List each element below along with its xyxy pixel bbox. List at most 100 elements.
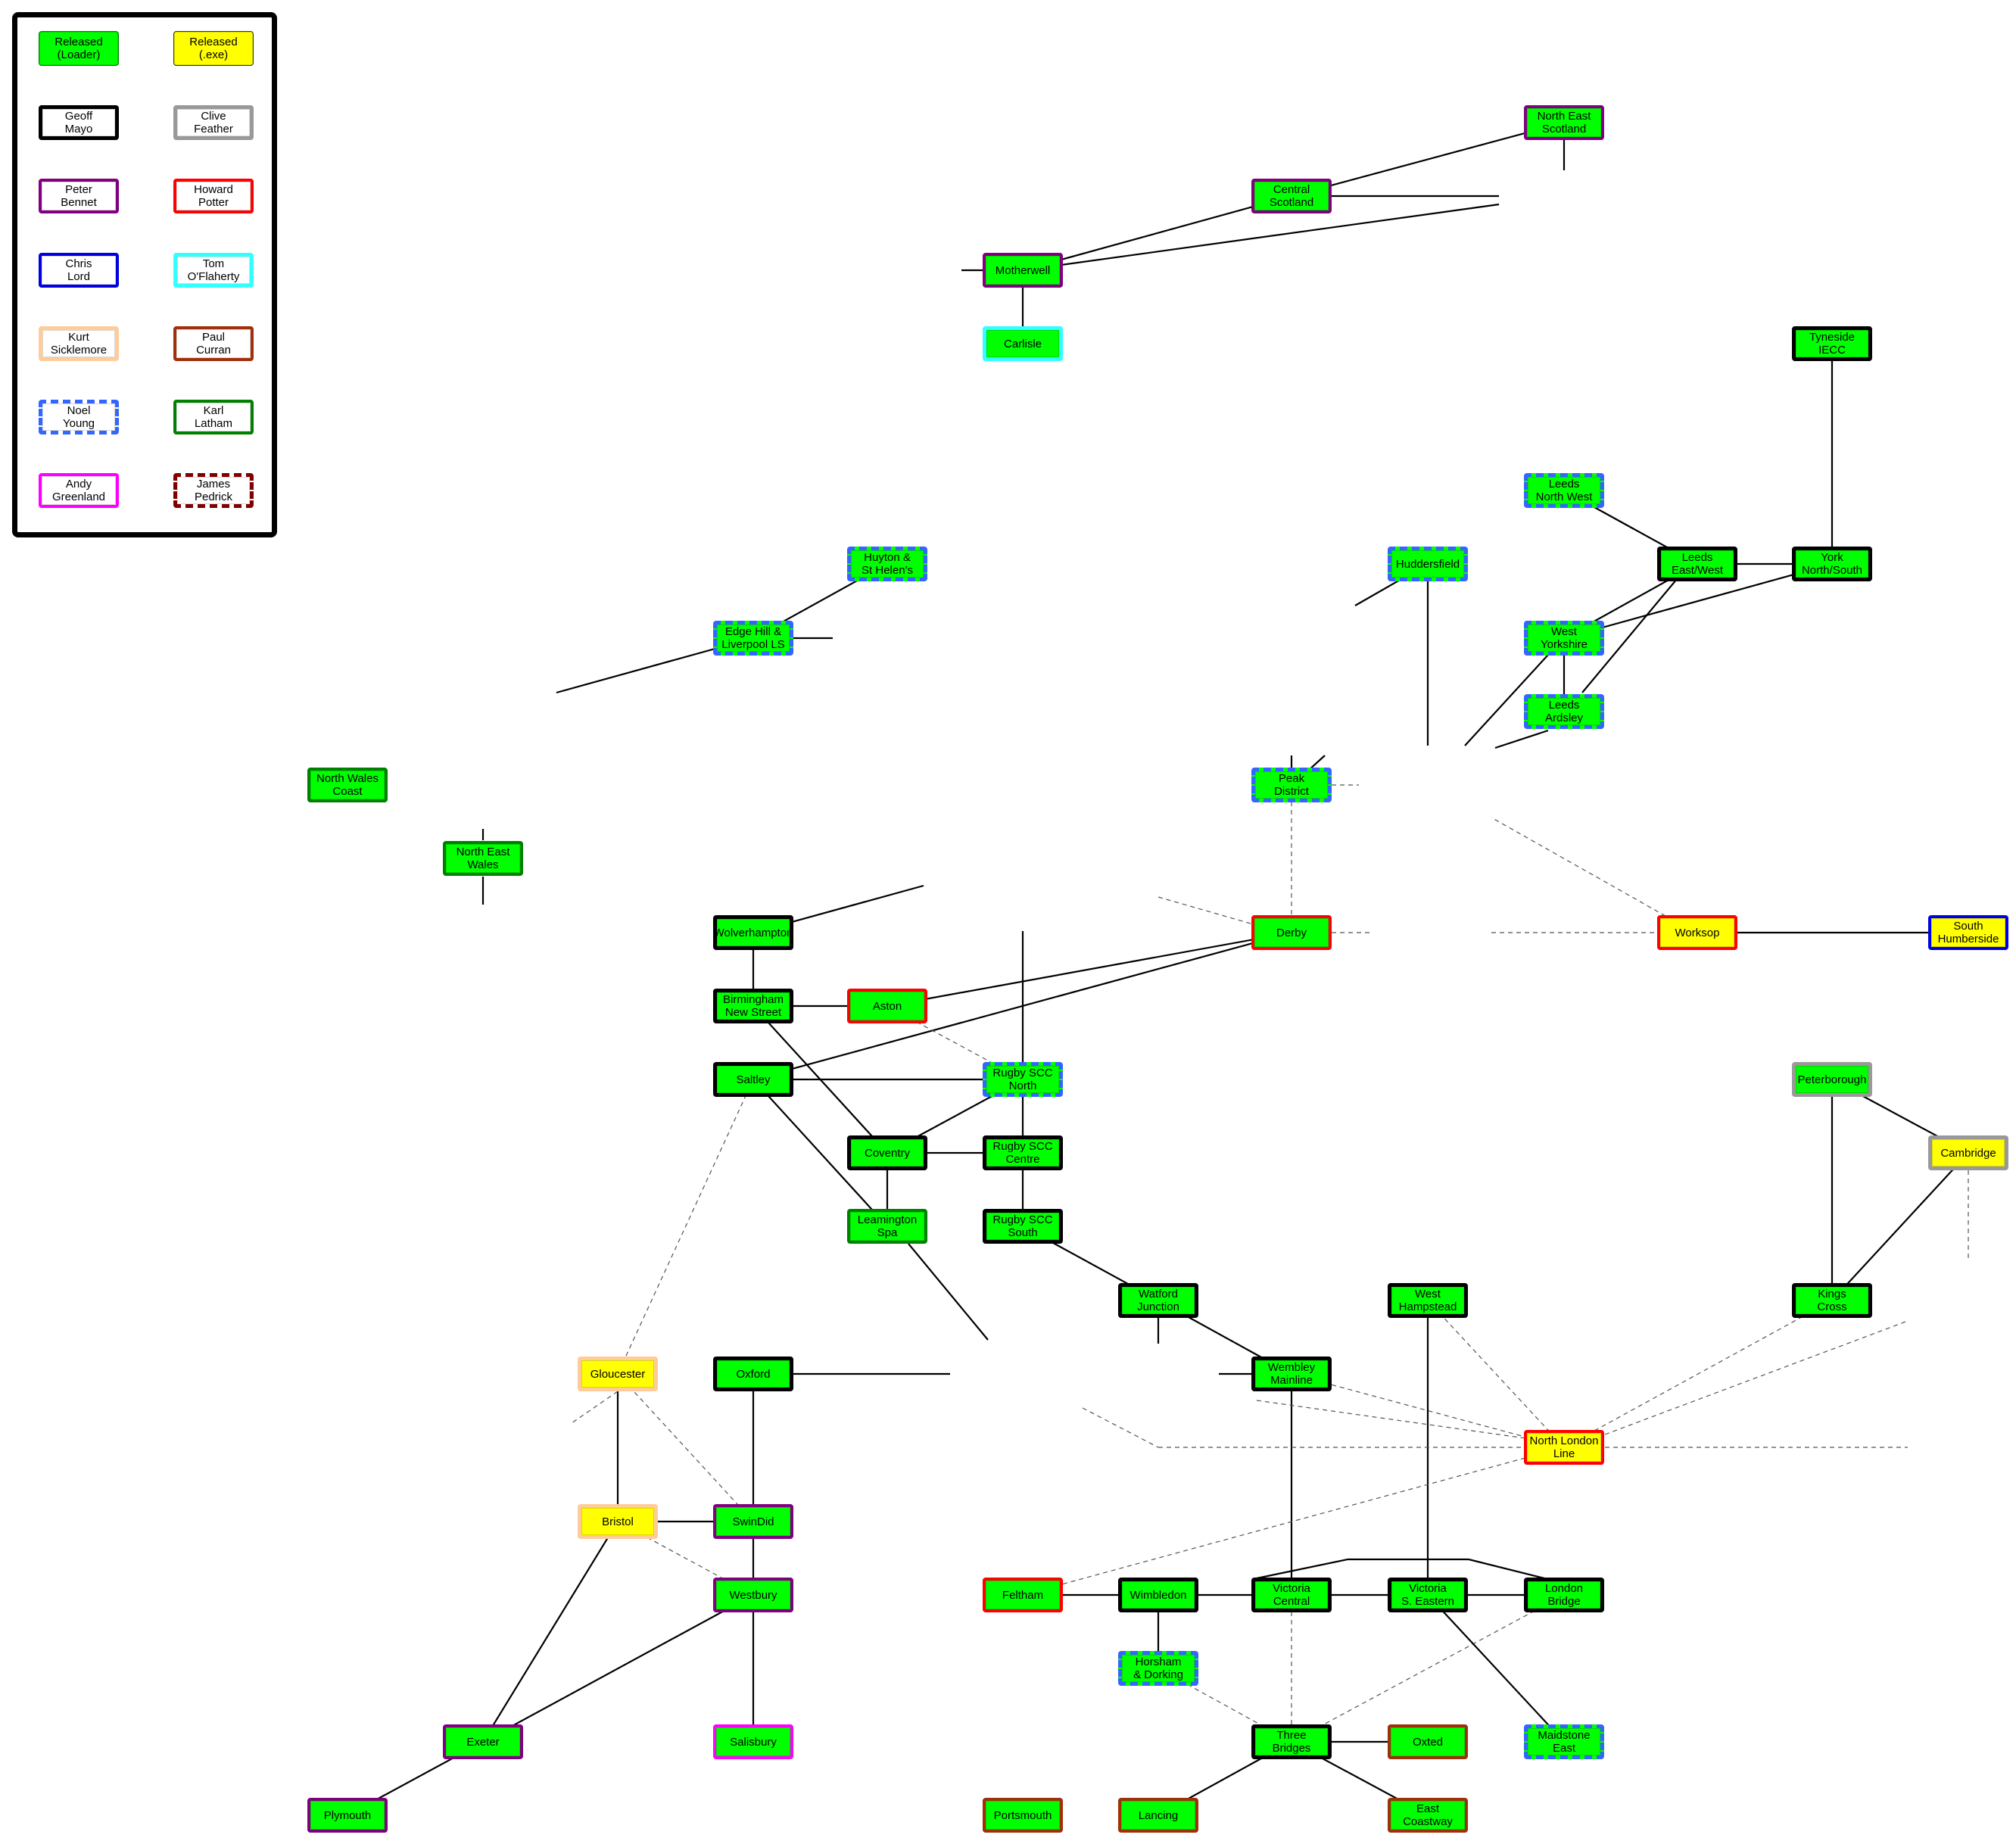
edge-aston-to-derby [886, 931, 1292, 1008]
node-rugby-scc-north[interactable]: Rugby SCC North [983, 1062, 1063, 1097]
node-west-hampstead[interactable]: West Hampstead [1388, 1283, 1468, 1318]
edge-gloucester-to-swindid [617, 1373, 754, 1522]
leg-kurt[interactable]: Kurt Sicklemore [39, 326, 119, 361]
edge-west-yorkshire-to-york-north-south [1563, 562, 1833, 640]
leg-andy[interactable]: Andy Greenland [39, 473, 119, 508]
node-horsham-dorking[interactable]: Horsham & Dorking [1118, 1651, 1198, 1686]
edge-birmingham-new-street-to-coventry [752, 1005, 888, 1154]
edge-cambridge-to-kings-cross [1831, 1152, 1969, 1301]
node-central-scotland[interactable]: Central Scotland [1251, 179, 1332, 213]
node-north-east-wales[interactable]: North East Wales [443, 841, 523, 876]
node-exeter[interactable]: Exeter [443, 1724, 523, 1759]
node-north-london-line[interactable]: North London Line [1524, 1430, 1604, 1465]
node-wolverhampton[interactable]: Wolverhampton [713, 915, 793, 950]
node-tyneside-iecc[interactable]: Tyneside IECC [1792, 326, 1872, 361]
node-east-coastway[interactable]: East Coastway [1388, 1798, 1468, 1833]
edge-stub-9 [1581, 578, 1678, 693]
leg-clive[interactable]: Clive Feather [173, 105, 254, 140]
node-huddersfield[interactable]: Huddersfield [1388, 547, 1468, 581]
edge-stub-27 [571, 1391, 619, 1424]
node-worksop[interactable]: Worksop [1657, 915, 1737, 950]
node-peak-district[interactable]: Peak District [1251, 768, 1332, 802]
node-victoria-s-eastern[interactable]: Victoria S. Eastern [1388, 1578, 1468, 1612]
edge-stub-33 [1256, 1558, 1348, 1580]
node-saltley[interactable]: Saltley [713, 1062, 793, 1097]
leg-karl[interactable]: Karl Latham [173, 400, 254, 435]
edge-saltley-to-leamington-spa [752, 1079, 888, 1227]
node-leamington-spa[interactable]: Leamington Spa [847, 1209, 927, 1244]
node-lancing[interactable]: Lancing [1118, 1798, 1198, 1833]
node-plymouth[interactable]: Plymouth [307, 1798, 388, 1833]
edge-west-hampstead-to-north-london-line [1427, 1300, 1565, 1448]
node-oxford[interactable]: Oxford [713, 1357, 793, 1391]
node-leeds-ardsley[interactable]: Leeds Ardsley [1524, 694, 1604, 729]
node-three-bridges[interactable]: Three Bridges [1251, 1724, 1332, 1759]
edge-stub-28 [1082, 1407, 1159, 1448]
node-aston[interactable]: Aston [847, 989, 927, 1023]
leg-paul[interactable]: Paul Curran [173, 326, 254, 361]
node-kings-cross[interactable]: Kings Cross [1792, 1283, 1872, 1318]
node-oxted[interactable]: Oxted [1388, 1724, 1468, 1759]
node-feltham[interactable]: Feltham [983, 1578, 1063, 1612]
edge-central-scotland-to-north-east-scotland [1291, 121, 1565, 198]
node-leeds-north-west[interactable]: Leeds North West [1524, 473, 1604, 508]
node-rugby-scc-centre[interactable]: Rugby SCC Centre [983, 1135, 1063, 1170]
node-cambridge[interactable]: Cambridge [1928, 1135, 2008, 1170]
edge-stub-31 [1604, 1320, 1909, 1435]
edge-saltley-to-gloucester [617, 1079, 754, 1375]
edge-stub-20 [1491, 817, 1666, 917]
node-coventry[interactable]: Coventry [847, 1135, 927, 1170]
node-motherwell[interactable]: Motherwell [983, 253, 1063, 288]
edge-stub-34 [1468, 1558, 1545, 1580]
node-west-yorkshire[interactable]: West Yorkshire [1524, 621, 1604, 656]
node-salisbury[interactable]: Salisbury [713, 1724, 793, 1759]
leg-geoff[interactable]: Geoff Mayo [39, 105, 119, 140]
node-watford-junction[interactable]: Watford Junction [1118, 1283, 1198, 1318]
node-victoria-central[interactable]: Victoria Central [1251, 1578, 1332, 1612]
node-derby[interactable]: Derby [1251, 915, 1332, 950]
leg-howard[interactable]: Howard Potter [173, 179, 254, 213]
node-maidstone-east[interactable]: Maidstone East [1524, 1724, 1604, 1759]
legend-frame [12, 12, 277, 537]
node-westbury[interactable]: Westbury [713, 1578, 793, 1612]
edge-stub-32 [1256, 1400, 1526, 1439]
edge-london-bridge-to-three-bridges [1291, 1594, 1565, 1743]
node-london-bridge[interactable]: London Bridge [1524, 1578, 1604, 1612]
leg-noel[interactable]: Noel Young [39, 400, 119, 435]
node-edge-hill[interactable]: Edge Hill & Liverpool LS [713, 621, 793, 656]
node-north-wales-coast[interactable]: North Wales Coast [307, 768, 388, 802]
node-wimbledon[interactable]: Wimbledon [1118, 1578, 1198, 1612]
node-rugby-scc-south[interactable]: Rugby SCC South [983, 1209, 1063, 1244]
node-south-humberside[interactable]: South Humberside [1928, 915, 2008, 950]
leg-loader[interactable]: Released (Loader) [39, 31, 119, 66]
leg-james[interactable]: James Pedrick [173, 473, 254, 508]
edge-bristol-to-exeter [482, 1521, 619, 1743]
leg-chris[interactable]: Chris Lord [39, 253, 119, 288]
node-gloucester[interactable]: Gloucester [578, 1357, 658, 1391]
edge-victoria-s-eastern-to-maidstone-east [1427, 1594, 1565, 1743]
edge-stub-2 [1022, 203, 1500, 272]
node-bristol[interactable]: Bristol [578, 1504, 658, 1539]
node-york-north-south[interactable]: York North/South [1792, 547, 1872, 581]
node-leeds-east-west[interactable]: Leeds East/West [1657, 547, 1737, 581]
leg-peter[interactable]: Peter Bennet [39, 179, 119, 213]
node-birmingham-new-street[interactable]: Birmingham New Street [713, 989, 793, 1023]
edge-stub-17 [1158, 896, 1251, 924]
node-peterborough[interactable]: Peterborough [1792, 1062, 1872, 1097]
edge-motherwell-to-central-scotland [1022, 195, 1292, 272]
edge-wembley-mainline-to-north-london-line [1291, 1373, 1565, 1448]
node-carlisle[interactable]: Carlisle [983, 326, 1063, 361]
edge-kings-cross-to-north-london-line [1563, 1300, 1833, 1448]
node-portsmouth[interactable]: Portsmouth [983, 1798, 1063, 1833]
node-wembley-mainline[interactable]: Wembley Mainline [1251, 1357, 1332, 1391]
node-north-east-scotland[interactable]: North East Scotland [1524, 105, 1604, 140]
leg-exe[interactable]: Released (.exe) [173, 31, 254, 66]
edge-stub-23 [908, 1243, 989, 1341]
leg-tom[interactable]: Tom O'Flaherty [173, 253, 254, 288]
node-swindid[interactable]: SwinDid [713, 1504, 793, 1539]
edge-stub-10 [1494, 729, 1549, 749]
edge-westbury-to-exeter [482, 1594, 754, 1743]
node-huyton-st-helens[interactable]: Huyton & St Helen's [847, 547, 927, 581]
edge-feltham-to-north-london-line [1022, 1447, 1565, 1596]
